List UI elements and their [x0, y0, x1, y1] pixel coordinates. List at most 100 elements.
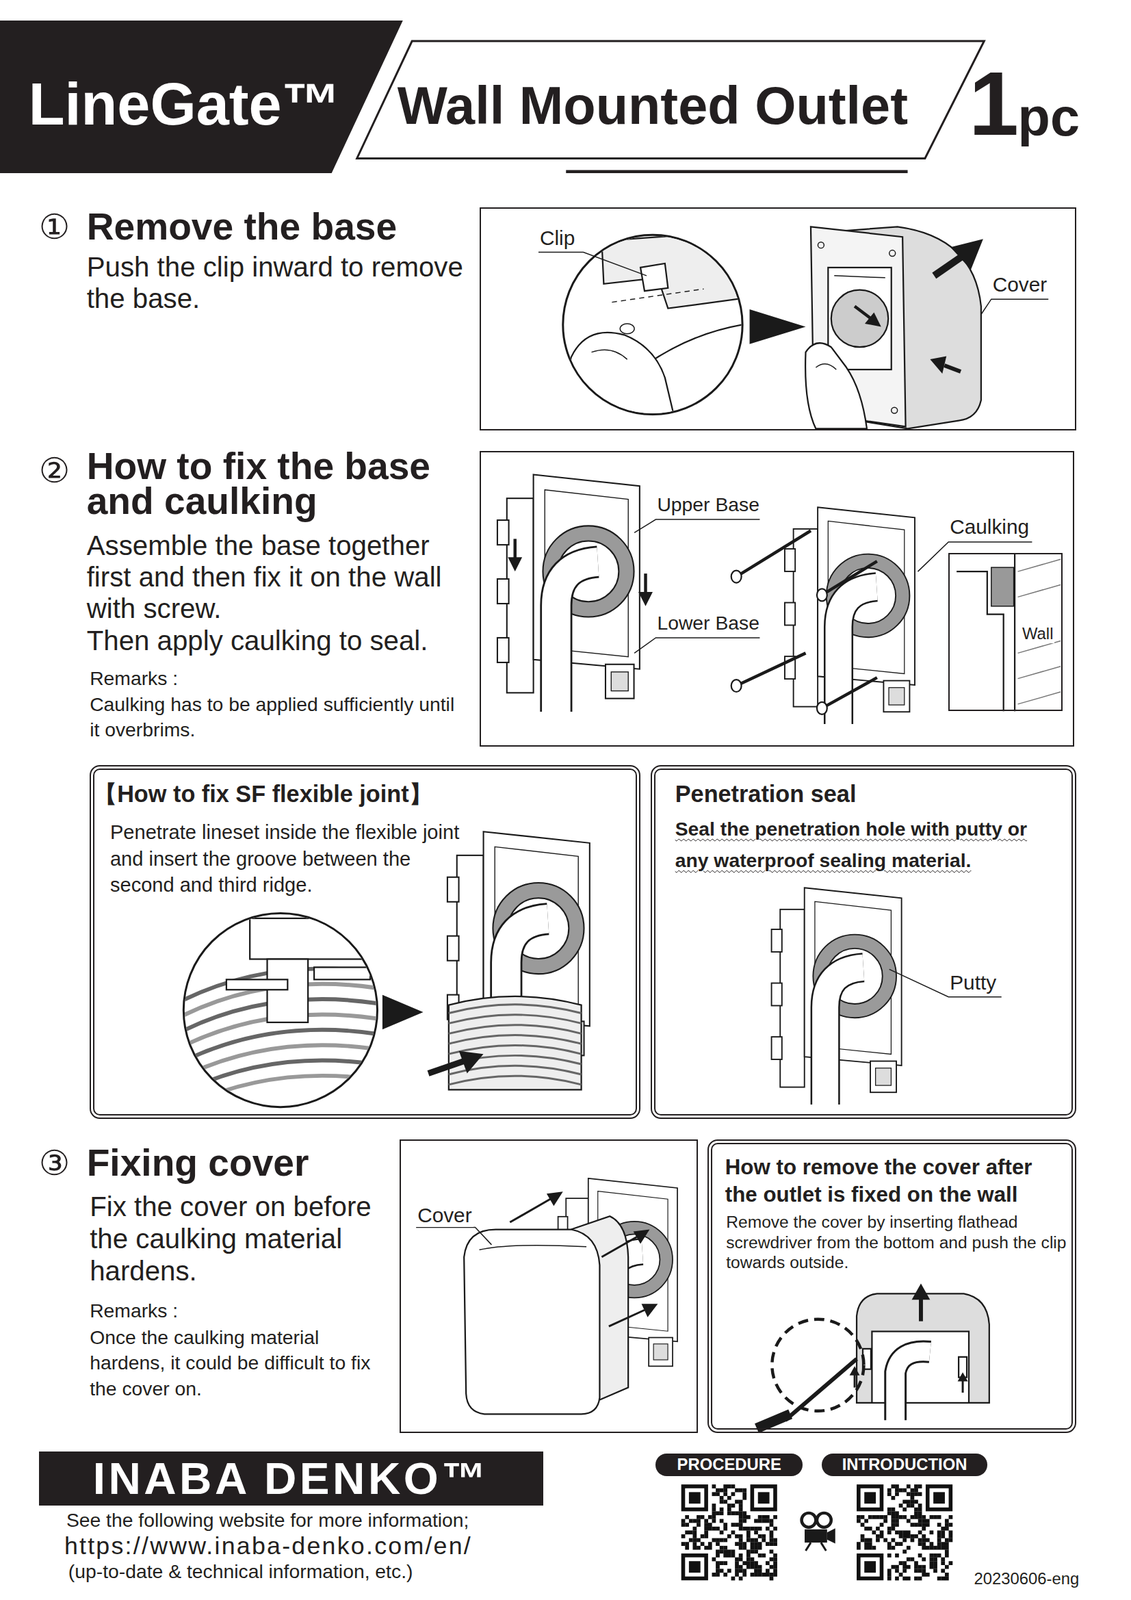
qr-code — [773, 1526, 778, 1531]
qr-code — [914, 1514, 919, 1519]
qr-code — [758, 1541, 763, 1546]
qr-code — [738, 1514, 744, 1519]
title: Wall Mounted Outlet — [367, 79, 939, 133]
qr-code — [918, 1541, 923, 1546]
qr-code — [723, 1484, 728, 1489]
step2-illustration — [638, 591, 653, 607]
qr-code — [769, 1534, 774, 1539]
wall-section — [1014, 552, 1063, 711]
qr-code — [918, 1491, 923, 1496]
step1-illustration — [815, 364, 837, 370]
qr-code — [902, 1538, 907, 1543]
qr-code — [734, 1541, 739, 1546]
qr-code — [681, 1541, 686, 1546]
qr-code — [914, 1568, 919, 1573]
qr-code — [860, 1534, 865, 1539]
screw — [816, 588, 828, 601]
qr-code — [929, 1514, 934, 1519]
qr-code — [750, 1560, 755, 1565]
cover-illustration — [546, 1191, 564, 1206]
qr-code — [856, 1541, 861, 1546]
qr-code — [890, 1510, 895, 1515]
qr-code — [738, 1507, 744, 1512]
footer-note: (up-to-date & technical information, etc… — [68, 1559, 599, 1583]
qr-code — [681, 1518, 686, 1524]
qr-code — [890, 1526, 895, 1531]
qr-code — [868, 1541, 873, 1546]
pill-text: PROCEDURE — [655, 1453, 803, 1476]
qr-code — [750, 1549, 755, 1554]
qr-code — [940, 1529, 945, 1534]
step-body: Assemble the base together first and the… — [86, 530, 475, 626]
cover-illustration — [416, 1227, 492, 1245]
qr-code — [894, 1518, 900, 1524]
wall-section — [1018, 584, 1062, 597]
qr-code — [738, 1522, 744, 1527]
qr-code — [758, 1514, 763, 1519]
screw — [731, 679, 742, 692]
remark-text: Once the caulking material hardens, it c… — [89, 1324, 396, 1402]
qr-code — [758, 1526, 763, 1531]
qr-code — [727, 1549, 732, 1554]
logo-band-shape — [0, 20, 403, 174]
qr-code — [696, 1538, 701, 1543]
qr-code — [765, 1568, 770, 1573]
qr-code — [944, 1522, 949, 1527]
qr-code — [860, 1514, 865, 1519]
qr-code — [906, 1534, 911, 1539]
qr-code — [910, 1499, 915, 1504]
qr-code — [875, 1538, 880, 1543]
qr-code — [689, 1538, 694, 1543]
info-box: Penetration sealSeal the penetration hol… — [650, 764, 1077, 1119]
qr-code — [689, 1491, 701, 1504]
qr-code — [769, 1541, 774, 1546]
qr-code — [769, 1538, 774, 1543]
step2-illustration — [634, 637, 760, 653]
qr-code — [754, 1488, 774, 1508]
qr-code — [689, 1529, 694, 1534]
qr-code — [918, 1484, 923, 1489]
qr-code — [765, 1526, 770, 1531]
body-text: Remove the cover by inserting flathead s… — [725, 1211, 1071, 1273]
qr-code — [742, 1572, 747, 1577]
qr-code — [864, 1491, 876, 1504]
qr-code — [681, 1484, 709, 1511]
qr-code — [921, 1545, 926, 1550]
qr-code — [910, 1522, 915, 1527]
qr-code — [887, 1510, 892, 1515]
qr-code — [738, 1564, 744, 1569]
step1-illustration — [817, 242, 824, 249]
qr-code — [890, 1564, 895, 1569]
qr-code — [864, 1526, 869, 1531]
qr-code — [734, 1560, 739, 1565]
screw — [816, 702, 828, 715]
qr-code — [940, 1576, 945, 1581]
qr-code — [727, 1484, 732, 1489]
qr-code — [864, 1538, 869, 1543]
qr-code — [754, 1526, 759, 1531]
qr-code — [944, 1553, 949, 1558]
info-box: 【How to fix SF flexible joint】Penetrate … — [89, 764, 641, 1119]
step1-illustration — [611, 288, 704, 302]
putty-illustration — [889, 968, 1002, 997]
qr-code — [914, 1507, 919, 1512]
qr-code — [696, 1522, 701, 1527]
qr-code — [715, 1526, 720, 1531]
qr-code — [918, 1510, 923, 1515]
qr-code — [715, 1572, 720, 1577]
qr-code — [769, 1522, 774, 1527]
qr-code — [921, 1572, 926, 1577]
step1-illustration — [538, 226, 1049, 429]
qr-code — [918, 1518, 923, 1524]
qr-code — [723, 1491, 728, 1496]
flexible-joint-illustration — [267, 959, 309, 1023]
info-box: How to remove the cover after the outlet… — [707, 1139, 1076, 1433]
step-number: ② — [39, 449, 70, 493]
qr-code — [914, 1510, 919, 1515]
qr-code — [731, 1484, 736, 1489]
quantity-unit: pc — [1018, 91, 1080, 145]
qr-code — [769, 1557, 774, 1562]
qr-code — [933, 1557, 938, 1562]
flexible-joint-illustration — [448, 1024, 582, 1034]
qr-code — [731, 1491, 736, 1496]
